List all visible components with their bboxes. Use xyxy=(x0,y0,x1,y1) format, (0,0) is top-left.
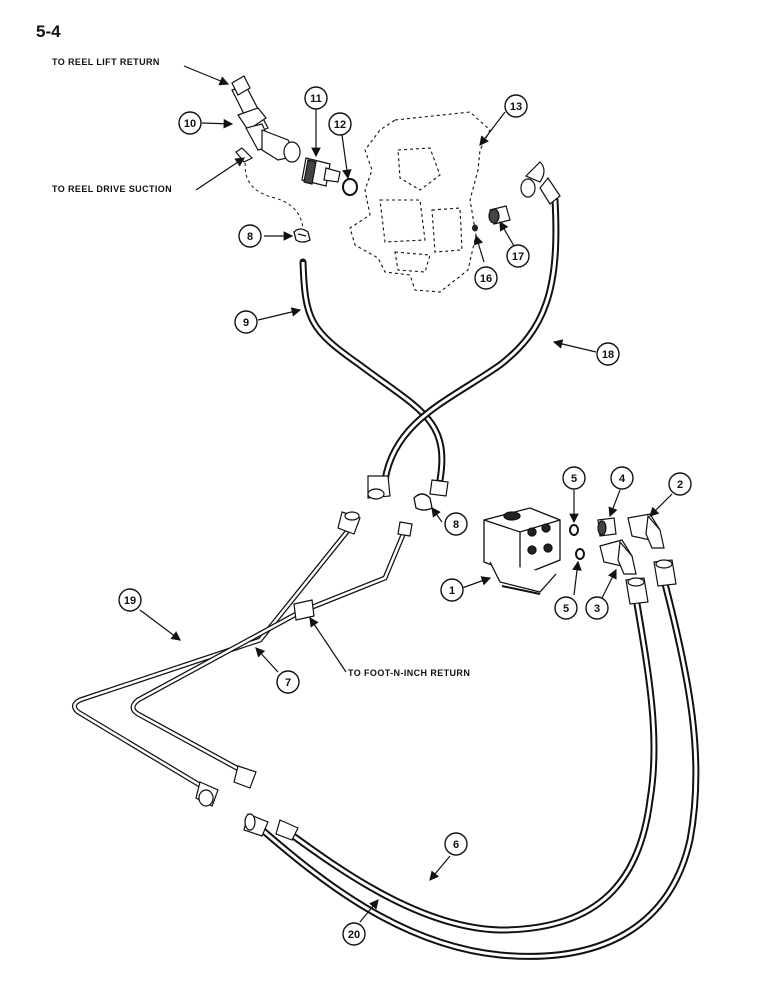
hose-6 xyxy=(282,597,658,934)
part-tag-16: 16 xyxy=(474,266,498,290)
hose-end-fittings xyxy=(367,475,449,500)
o-ring-5-upper xyxy=(569,524,579,536)
svg-text:2: 2 xyxy=(677,479,683,491)
svg-text:6: 6 xyxy=(453,839,459,851)
part-tag-6: 6 xyxy=(444,832,468,856)
svg-text:16: 16 xyxy=(480,273,492,285)
elbow-fitting-2 xyxy=(627,513,665,549)
svg-text:7: 7 xyxy=(285,677,291,689)
part-tag-5-lower: 5 xyxy=(554,596,578,620)
svg-text:1: 1 xyxy=(449,585,455,597)
part-tag-11: 11 xyxy=(304,86,328,110)
svg-text:3: 3 xyxy=(594,603,600,615)
part-tag-13: 13 xyxy=(504,94,528,118)
svg-text:20: 20 xyxy=(348,929,360,941)
svg-text:13: 13 xyxy=(510,101,522,113)
hose-9 xyxy=(299,258,446,484)
part-tag-18: 18 xyxy=(596,342,620,366)
clamp-lower xyxy=(413,493,433,511)
svg-text:4: 4 xyxy=(619,473,626,485)
part-tag-10: 10 xyxy=(178,111,202,135)
connector-11 xyxy=(301,157,341,187)
svg-text:8: 8 xyxy=(453,519,459,531)
part-tag-20: 20 xyxy=(342,922,366,946)
o-ring-5-lower xyxy=(575,548,585,560)
leader-arrows xyxy=(139,65,673,923)
part-tag-4: 4 xyxy=(610,466,634,490)
part-tag-12: 12 xyxy=(328,112,352,136)
seal-16 xyxy=(472,224,478,232)
svg-text:12: 12 xyxy=(334,119,346,131)
page-number: 5-4 xyxy=(36,22,61,41)
svg-text:18: 18 xyxy=(602,349,614,361)
o-ring-12 xyxy=(342,178,358,196)
callout-reel-lift-return: TO REEL LIFT RETURN xyxy=(52,57,160,67)
hose-18-fitting xyxy=(520,161,561,205)
elbow-fitting-3 xyxy=(599,539,637,575)
part-tag-8-upper: 8 xyxy=(238,224,262,248)
svg-text:11: 11 xyxy=(310,93,322,105)
svg-text:10: 10 xyxy=(184,118,196,130)
part-tag-5-upper: 5 xyxy=(562,466,586,490)
clamp-upper xyxy=(293,228,311,243)
tube-7 xyxy=(130,529,408,775)
callout-foot-n-inch-return: TO FOOT-N-INCH RETURN xyxy=(348,668,471,678)
svg-text:19: 19 xyxy=(124,595,136,607)
part-tag-9: 9 xyxy=(234,310,258,334)
hose-20 xyxy=(257,579,700,960)
part-tag-17: 17 xyxy=(506,244,530,268)
hose-6-20-top-fittings xyxy=(625,559,677,605)
callout-reel-drive-suction: TO REEL DRIVE SUCTION xyxy=(52,184,173,194)
fitting-17 xyxy=(488,205,511,225)
svg-text:17: 17 xyxy=(512,251,524,263)
fitting-4 xyxy=(597,517,617,537)
part-tag-19: 19 xyxy=(118,588,142,612)
svg-text:8: 8 xyxy=(247,231,253,243)
tube-end-fittings xyxy=(195,511,413,807)
steering-pump xyxy=(483,507,561,595)
valve-block xyxy=(349,111,491,293)
part-tag-7: 7 xyxy=(276,670,300,694)
part-tag-3: 3 xyxy=(585,596,609,620)
tee-fitting xyxy=(231,75,301,163)
svg-text:5: 5 xyxy=(563,603,569,615)
svg-text:9: 9 xyxy=(243,317,249,329)
part-tag-2: 2 xyxy=(668,472,692,496)
part-tag-8-lower: 8 xyxy=(444,512,468,536)
svg-text:5: 5 xyxy=(571,473,577,485)
dashed-leader xyxy=(244,156,304,229)
hose-18 xyxy=(381,196,560,484)
hose-6-20-bottom-fittings xyxy=(243,813,299,841)
part-tag-1: 1 xyxy=(440,578,464,602)
part-tags: 10 11 12 13 8 16 17 9 18 5 4 2 8 1 5 3 1… xyxy=(118,86,692,946)
